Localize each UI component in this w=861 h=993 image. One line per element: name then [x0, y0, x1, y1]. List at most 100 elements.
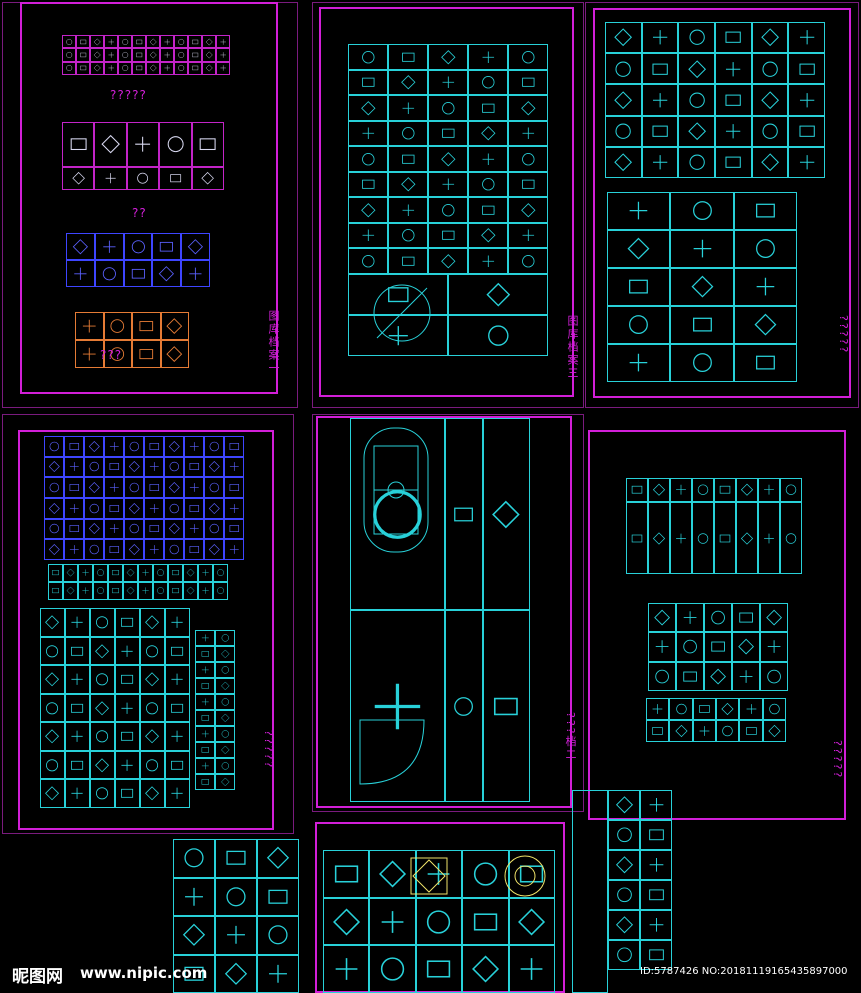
grid-cell [144, 456, 164, 478]
grid-cell [195, 678, 215, 694]
grid-cell [40, 608, 65, 637]
cad-symbol-icon [725, 31, 741, 44]
grid-cell [648, 603, 676, 633]
grid-cell [348, 44, 388, 70]
cad-symbol-icon [220, 681, 230, 691]
cad-symbol-icon [70, 138, 87, 151]
cad-symbol-icon [614, 153, 633, 172]
grid-cell [144, 436, 164, 457]
cad-symbol-icon [93, 64, 101, 72]
sheet-4-label: ????? [262, 730, 275, 770]
grid-cell [62, 61, 76, 75]
cad-symbol-icon [761, 153, 779, 172]
cad-symbol-icon [71, 616, 84, 628]
grid-cell [90, 35, 104, 49]
grid-cell [195, 662, 215, 678]
cad-symbol-icon [112, 570, 119, 576]
cad-symbol-icon [427, 960, 451, 978]
cad-symbol-icon [108, 52, 114, 58]
grid-cell [173, 877, 215, 916]
medallion-sheet-2 [315, 822, 565, 993]
grid-cell [65, 693, 90, 723]
cad-symbol-icon [168, 523, 180, 535]
cad-symbol-icon [69, 462, 79, 472]
cad-symbol-icon [187, 238, 204, 255]
cad-symbol-icon [145, 729, 160, 744]
grid-cell [428, 120, 468, 147]
grid-cell [348, 222, 388, 249]
cad-symbol-icon [189, 441, 199, 451]
grid-cell [198, 582, 213, 600]
grid-cell [648, 502, 670, 574]
grid-cell [257, 954, 299, 993]
cad-symbol-icon [80, 66, 86, 71]
grid-cell [144, 497, 164, 519]
cad-symbol-icon [522, 127, 534, 140]
grid-cell [181, 260, 210, 287]
grid-cell [164, 497, 184, 519]
cad-symbol-icon [201, 715, 209, 721]
grid-cell [350, 610, 445, 802]
cad-symbol-icon [139, 320, 154, 331]
cad-symbol-icon [89, 544, 99, 555]
grid-cell [165, 665, 190, 694]
cad-symbol-icon [82, 569, 89, 577]
grid-cell [181, 233, 210, 260]
grid-cell [732, 632, 760, 662]
grid-cell [716, 698, 740, 720]
sheet-3-label: ????? [837, 315, 850, 355]
cad-symbol-icon [688, 154, 705, 171]
cad-symbol-icon [69, 545, 79, 555]
cad-symbol-icon [615, 916, 633, 934]
grid-cell [84, 456, 104, 478]
grid-cell [90, 665, 115, 694]
grid-cell [215, 630, 235, 646]
grid-cell [508, 44, 548, 70]
cad-symbol-icon [481, 76, 495, 89]
cad-symbol-icon [711, 610, 725, 625]
cad-symbol-icon [746, 704, 756, 714]
cad-symbol-icon [201, 651, 209, 657]
watermark-logo: 昵图网 [12, 967, 63, 987]
grid-cell [607, 230, 671, 268]
grid-cell [94, 167, 127, 190]
cad-symbol-icon [46, 759, 59, 772]
sheet-4-side-grid [195, 630, 235, 790]
grid-cell [760, 661, 788, 691]
grid-cell [348, 197, 388, 223]
cad-symbol-icon [401, 52, 415, 62]
grid-cell [388, 69, 428, 96]
grid-cell [104, 497, 124, 519]
grid-cell [123, 582, 138, 600]
sheet-2-vehicle-grid [348, 44, 548, 274]
grid-cell [607, 344, 671, 382]
cad-symbol-icon [169, 462, 179, 472]
cad-symbol-icon [71, 760, 84, 770]
grid-cell [508, 146, 548, 172]
grid-cell [736, 478, 758, 502]
cad-symbol-icon [745, 727, 757, 735]
cad-symbol-icon [652, 155, 668, 170]
grid-cell [788, 53, 825, 85]
cad-symbol-icon [172, 588, 179, 594]
cad-symbol-icon [487, 325, 509, 346]
grid-cell [605, 146, 642, 178]
grid-cell [415, 945, 463, 993]
grid-cell [184, 518, 204, 540]
grid-cell [605, 84, 642, 116]
grid-cell [215, 662, 235, 678]
sheet-4-tree-grid [44, 436, 244, 560]
sheet-2-frame [319, 7, 574, 397]
grid-cell [215, 916, 257, 955]
cad-symbol-icon [615, 61, 631, 77]
cad-symbol-icon [441, 101, 455, 115]
cad-symbol-icon [229, 503, 239, 513]
cad-symbol-icon [688, 29, 705, 46]
cad-symbol-icon [80, 39, 86, 44]
grid-cell [104, 48, 118, 62]
cad-symbol-icon [66, 38, 72, 45]
cad-symbol-icon [201, 172, 215, 185]
grid-cell [760, 603, 788, 633]
grid-cell [132, 48, 146, 62]
grid-cell [508, 945, 555, 993]
